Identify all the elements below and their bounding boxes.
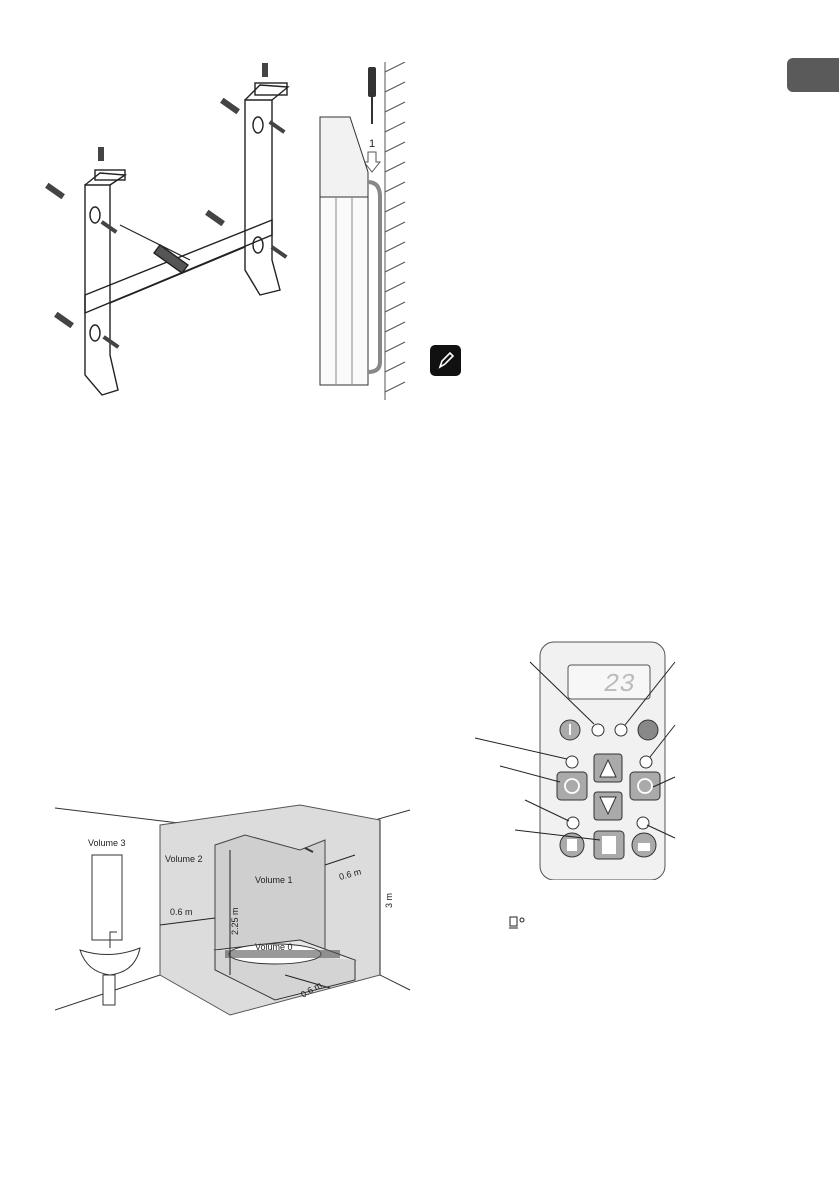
heater-side-view-illustration: 1	[319, 62, 406, 400]
display-panel	[567, 664, 651, 700]
mounting-bracket-illustration	[45, 63, 290, 396]
height-225-label: 2.25 m	[230, 907, 240, 935]
language-tab[interactable]	[787, 58, 839, 92]
bathroom-volumes-diagram: Volume 3 Volume 2 Volume 1 Volume 0 0.6 …	[55, 804, 411, 1016]
dist-left-label: 0.6 m	[170, 907, 193, 917]
volume3-label: Volume 3	[88, 838, 126, 848]
pencil-icon	[430, 345, 461, 376]
display-value: 23	[604, 669, 635, 699]
timer-icon	[637, 719, 659, 741]
power-icon	[556, 771, 588, 801]
svg-text:1: 1	[369, 138, 375, 150]
height-3-label: 3 m	[384, 893, 394, 908]
volume1-label: Volume 1	[255, 875, 293, 885]
volume0-label: Volume 0	[255, 942, 293, 952]
light-icon	[509, 916, 525, 929]
control-panel-illustration: 23	[474, 641, 676, 880]
volume2-label: Volume 2	[165, 854, 203, 864]
